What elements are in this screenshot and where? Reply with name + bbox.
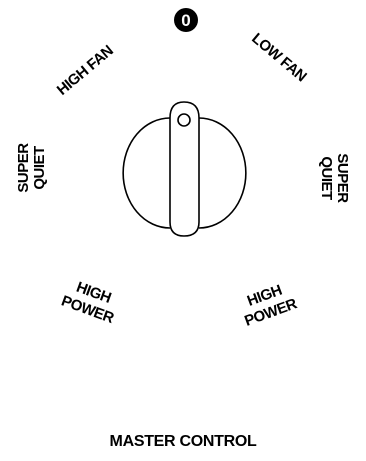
rotary-knob-icon	[123, 102, 246, 236]
high-fan-label: HIGH FAN	[54, 42, 117, 99]
super-quiet-left-label: SUPER QUIET	[15, 143, 48, 193]
knob-indicator-dot-icon	[178, 114, 190, 126]
off-position-label: 0	[181, 11, 190, 30]
super-quiet-right-line-2: QUIET	[318, 156, 335, 200]
off-position-marker: 0	[174, 8, 198, 32]
super-quiet-right-label: SUPER QUIET	[318, 153, 351, 203]
knob-right-face	[199, 118, 246, 228]
high-power-left-label: HIGH POWER	[59, 276, 122, 328]
low-fan-label: LOW FAN	[248, 30, 309, 85]
panel-title: MASTER CONTROL	[0, 433, 366, 451]
high-power-right-label: HIGH POWER	[236, 278, 299, 330]
super-quiet-left-line-1: SUPER	[15, 143, 32, 193]
super-quiet-right-line-1: SUPER	[334, 153, 351, 203]
knob-left-face	[123, 118, 170, 228]
super-quiet-left-line-2: QUIET	[31, 146, 48, 190]
